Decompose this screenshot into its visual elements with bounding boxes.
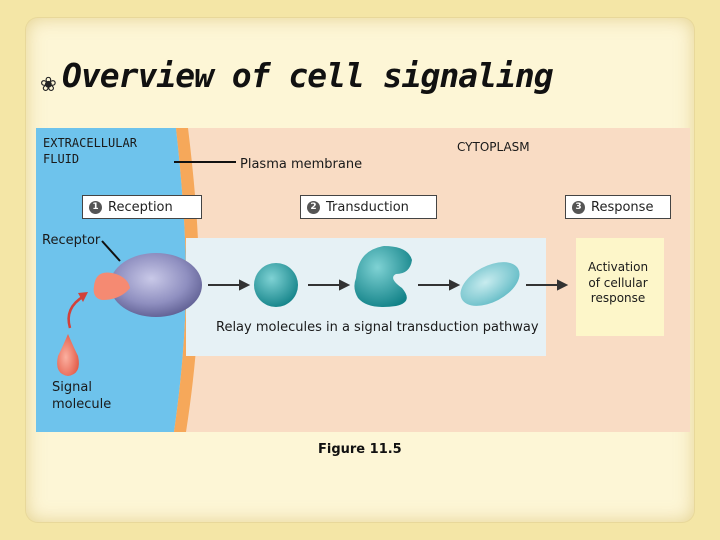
figure-molecules (57, 240, 569, 376)
signal-molecule-label: Signal molecule (52, 380, 112, 412)
signal-molecule (57, 334, 79, 376)
arrow-3-head (449, 279, 461, 291)
relay-molecule-notched (354, 246, 412, 307)
relay-label: Relay molecules in a signal transduction… (216, 320, 539, 335)
figure-caption: Figure 11.5 (318, 442, 402, 457)
response-box (576, 238, 664, 336)
step-label: Transduction (326, 199, 409, 215)
step-label: Response (591, 199, 654, 215)
binding-arrow (67, 294, 85, 329)
step-number: 2 (307, 200, 320, 214)
membrane-label: Plasma membrane (240, 157, 363, 172)
arrow-1-head (239, 279, 251, 291)
receptor-signal-bound (93, 272, 130, 300)
step-number: 3 (572, 200, 585, 214)
slide-title: Overview of cell signaling (62, 56, 554, 95)
cytoplasm-label: CYTOPLASM (457, 140, 530, 154)
relay-molecule-elongated (460, 262, 520, 306)
receptor-label: Receptor (42, 233, 101, 248)
receptor-protein (110, 253, 202, 317)
bullet-icon: ❀ (40, 72, 57, 96)
step-number: 1 (89, 200, 102, 214)
relay-molecule-sphere (254, 263, 298, 307)
binding-arrow-head (78, 292, 88, 302)
arrow-4-head (557, 279, 569, 291)
cell-signaling-figure: EXTRACELLULAR FLUID Plasma membrane CYTO… (36, 128, 690, 432)
arrow-2-head (339, 279, 351, 291)
step-transduction: 2 Transduction (300, 195, 437, 219)
activation-label: Activation of cellular response (588, 260, 649, 306)
step-reception: 1 Reception (82, 195, 202, 219)
step-label: Reception (108, 199, 173, 215)
step-response: 3 Response (565, 195, 671, 219)
receptor-pointer (101, 240, 121, 262)
extracellular-label: EXTRACELLULAR FLUID (43, 136, 137, 166)
